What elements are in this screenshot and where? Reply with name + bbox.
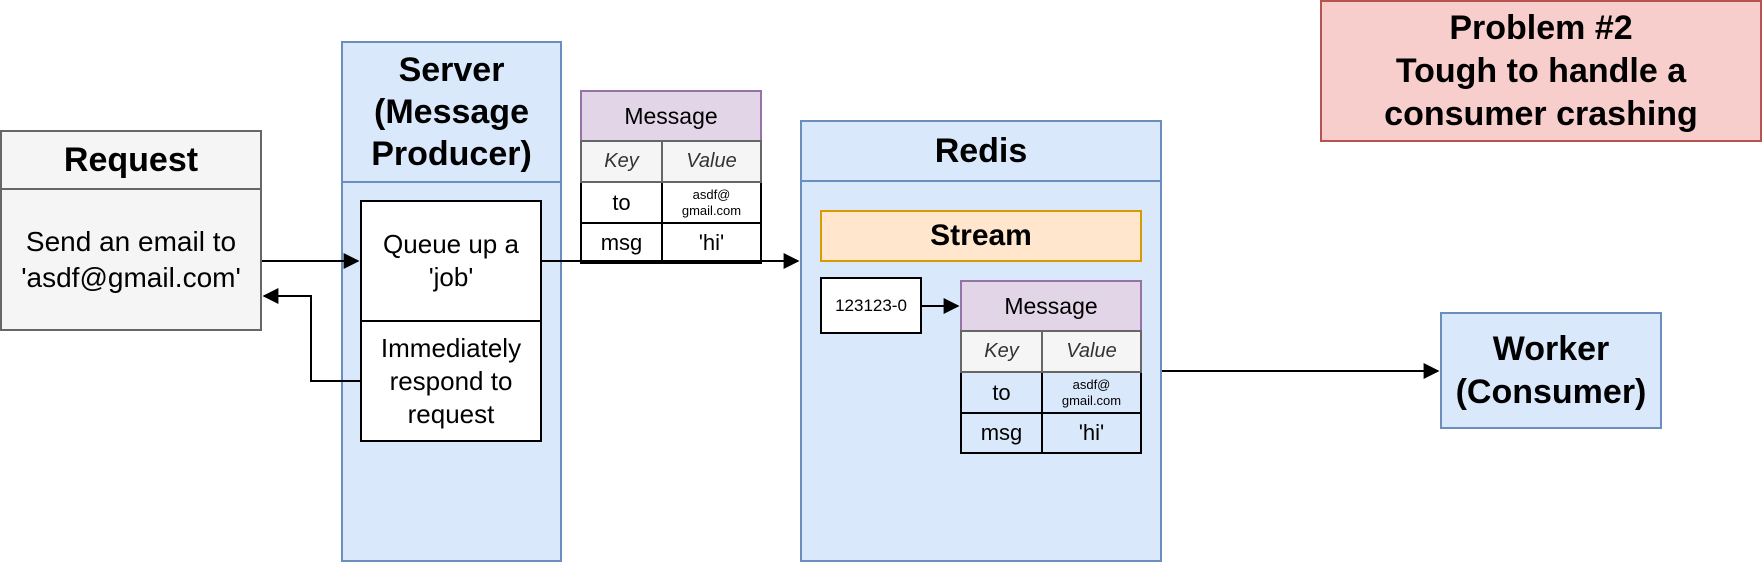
key-column-header: Key	[960, 330, 1043, 373]
table-row: msg 'hi'	[960, 412, 1142, 454]
respond-step: Immediately respond to request	[360, 320, 542, 442]
redis-message-table: Key Value to asdf@ gmail.com msg 'hi'	[960, 330, 1142, 454]
redis-title: Redis	[802, 122, 1160, 182]
respond-to-request-arrow	[262, 288, 360, 382]
value-cell: 'hi'	[1041, 412, 1142, 454]
value-column-header: Value	[661, 140, 762, 183]
key-column-header: Key	[580, 140, 663, 183]
worker-box: Worker (Consumer)	[1440, 312, 1662, 429]
value-cell: asdf@ gmail.com	[661, 181, 762, 224]
key-cell: msg	[960, 412, 1043, 454]
message-top-header: Message	[580, 90, 762, 142]
redis-message-header-row: Key Value	[960, 330, 1142, 373]
key-cell: to	[580, 181, 663, 224]
value-column-header: Value	[1041, 330, 1142, 373]
request-body: Send an email to 'asdf@gmail.com'	[21, 225, 241, 293]
stream-entry-id: 123123-0	[820, 277, 922, 334]
table-row: to asdf@ gmail.com	[960, 371, 1142, 414]
stream-label: Stream	[820, 210, 1142, 262]
redis-message-header: Message	[960, 280, 1142, 332]
server-title: Server (Message Producer)	[343, 43, 560, 183]
table-row: to asdf@ gmail.com	[580, 181, 762, 224]
key-cell: to	[960, 371, 1043, 414]
request-box: Request Send an email to 'asdf@gmail.com…	[0, 130, 262, 331]
queue-job-step: Queue up a 'job'	[360, 200, 542, 322]
problem-callout: Problem #2 Tough to handle a consumer cr…	[1320, 0, 1762, 142]
request-title: Request	[2, 132, 260, 190]
value-cell: asdf@ gmail.com	[1041, 371, 1142, 414]
message-top-table: Key Value to asdf@ gmail.com msg 'hi'	[580, 140, 762, 264]
message-top-header-row: Key Value	[580, 140, 762, 183]
